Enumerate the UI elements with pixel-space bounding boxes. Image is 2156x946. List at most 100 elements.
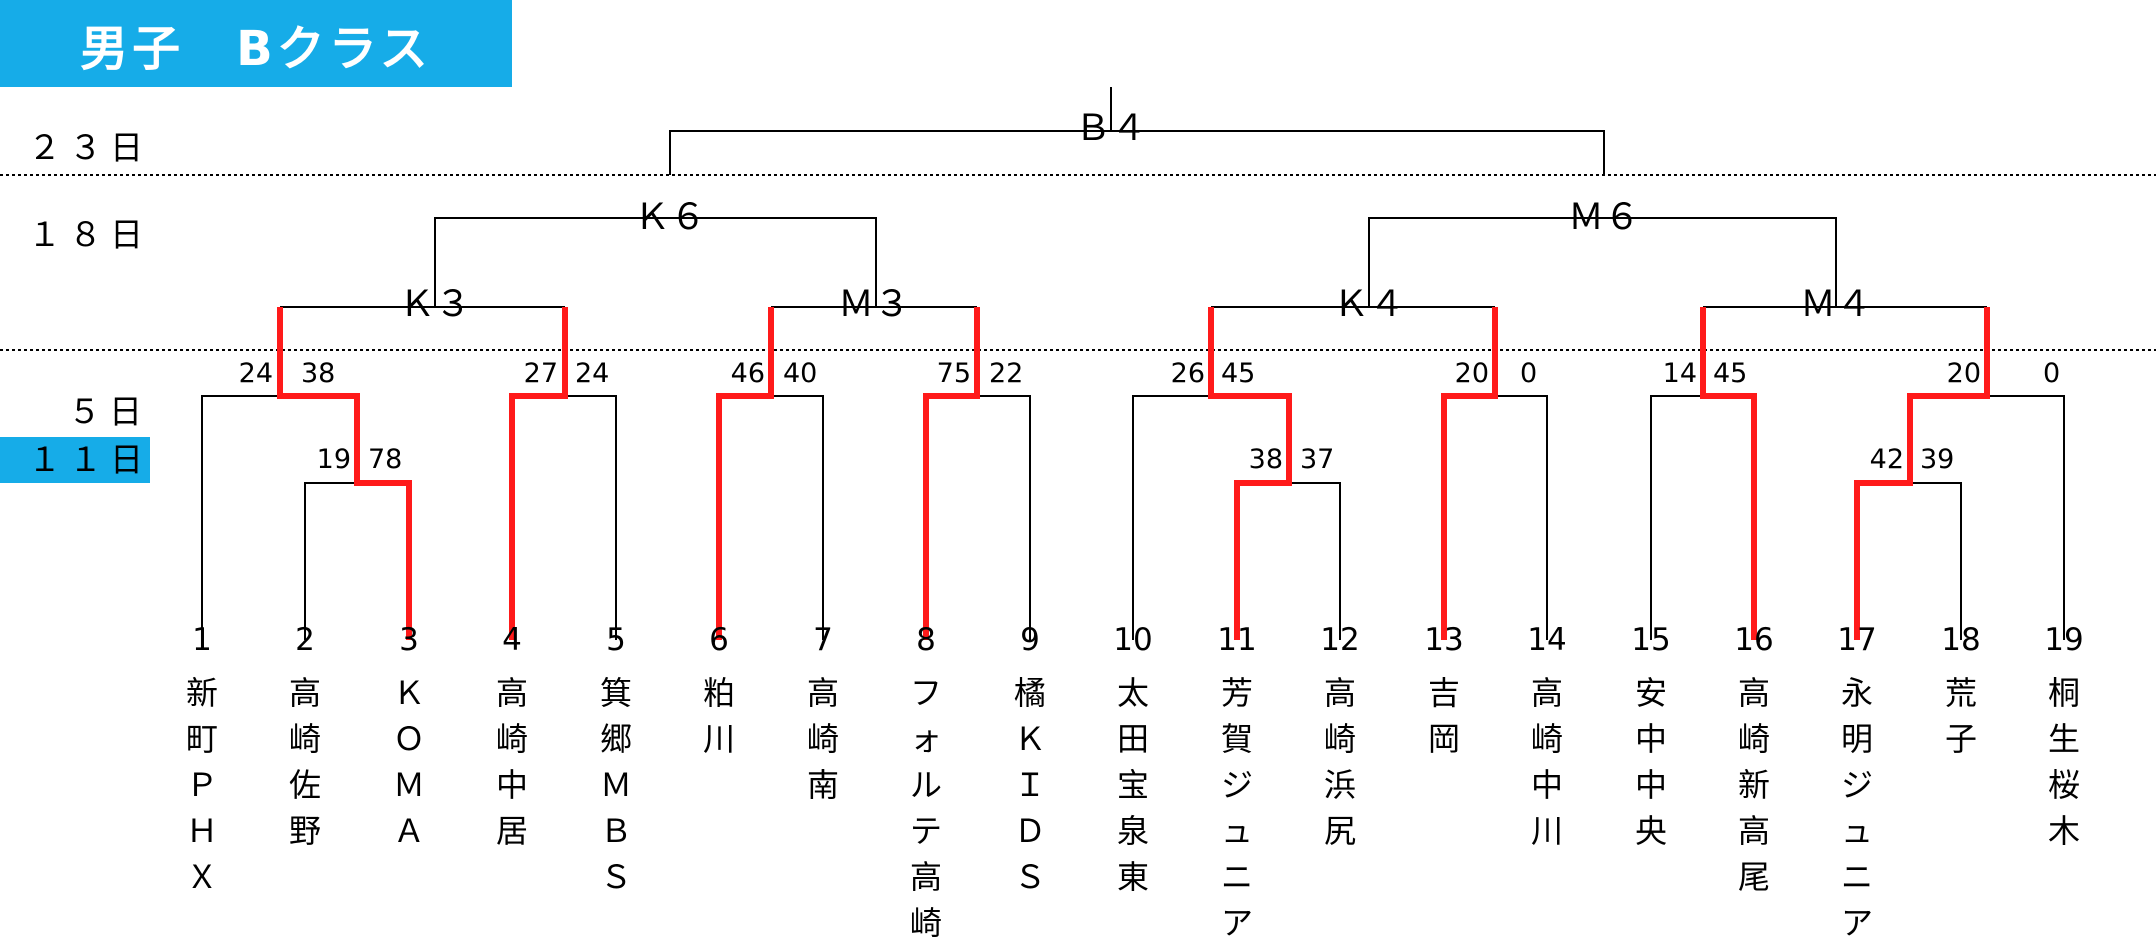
team-name-19: 桐生桜木 [2039,670,2089,854]
team-name-char: 賀 [1220,720,1253,758]
team-name-11: 芳賀ジュニア [1212,670,1262,946]
team-name-char: ュ [1840,812,1873,850]
score-s12: 45 [1221,358,1256,389]
score-s6: 24 [575,358,610,389]
team-name-char: 東 [1116,858,1149,896]
seed-8: 8 [916,622,936,658]
day-label-5: ５日 [68,392,150,431]
team-name-char: Ｍ [599,766,632,804]
team-name-14: 高崎中川 [1522,670,1572,854]
score-s20: 39 [1920,444,1955,475]
team-name-char: 桐 [2047,674,2080,712]
team-name-char: 崎 [288,720,321,758]
day-label-18: １８日 [28,215,151,254]
team-name-char: 高 [806,674,839,712]
seed-16: 16 [1734,622,1774,658]
team-name-char: 中 [495,766,528,804]
team-name-char: ジ [1840,766,1873,804]
seed-3: 3 [399,622,419,658]
score-s9: 75 [936,358,971,389]
score-s18: 45 [1713,358,1748,389]
win-path-17 [1854,307,1990,640]
team-name-12: 高崎浜尻 [1315,670,1365,854]
team-name-char: ニ [1840,858,1873,896]
team-name-char: 新 [1737,766,1770,804]
team-name-char: Ｋ [1013,720,1046,758]
seed-7: 7 [813,622,833,658]
team-name-8: フォルテ高崎 [901,670,951,946]
team-name-char: Ｉ [1013,766,1046,804]
team-name-char: 尾 [1737,858,1770,896]
team-name-char: 安 [1634,674,1667,712]
win-path-8 [923,307,980,640]
team-name-char: 崎 [909,904,942,942]
team-name-char: 高 [495,674,528,712]
team-name-char: 田 [1116,720,1149,758]
team-name-char: テ [909,812,942,850]
win-path-4 [509,307,568,640]
score-s7: 46 [730,358,765,389]
team-name-char: 郷 [599,720,632,758]
team-name-char: 中 [1530,766,1563,804]
seed-18: 18 [1941,622,1981,658]
score-s21: 20 [1946,358,1981,389]
score-s10: 22 [989,358,1024,389]
team-name-char: 吉 [1427,674,1460,712]
team-name-char: 川 [1530,812,1563,850]
team-name-4: 高崎中居 [487,670,537,854]
line-team-10 [1132,395,1211,640]
team-name-char: Ｐ [185,766,218,804]
team-name-char: ジ [1220,766,1253,804]
team-name-7: 高崎南 [798,670,848,808]
class-title: 男子 Bクラス [80,20,432,77]
seed-15: 15 [1631,622,1671,658]
team-name-char: Ｄ [1013,812,1046,850]
day-label-11: １１日 [28,440,151,479]
team-name-char: 尻 [1323,812,1356,850]
match-label-m3: Ｍ３ [837,284,911,325]
team-name-char: 崎 [1323,720,1356,758]
match-label-m6: Ｍ６ [1567,197,1641,238]
seed-11: 11 [1217,622,1257,658]
score-s8: 40 [783,358,818,389]
team-name-char: 高 [1737,812,1770,850]
match-label-k4: Ｋ４ [1332,284,1406,325]
day-label-23: ２３日 [28,128,151,167]
team-name-char: 崎 [806,720,839,758]
team-name-char: 箕 [599,674,632,712]
team-name-char: 高 [909,858,942,896]
team-name-char: 居 [495,812,528,850]
team-name-char: 岡 [1427,720,1460,758]
seed-2: 2 [295,622,315,658]
line-team-7 [771,395,824,640]
team-name-char: 新 [185,674,218,712]
team-name-char: 高 [1323,674,1356,712]
team-name-char: 野 [288,812,321,850]
score-s1: 24 [238,358,273,389]
team-name-char: ア [1840,904,1873,942]
team-name-18: 荒子 [1936,670,1986,762]
team-name-char: 芳 [1220,674,1253,712]
team-name-17: 永明ジュニア [1832,670,1882,946]
team-name-char: 崎 [1737,720,1770,758]
seed-9: 9 [1020,622,1040,658]
class-title-banner: 男子 Bクラス [0,0,512,87]
match-label-b4: Ｂ４ [1074,108,1148,149]
seed-4: 4 [502,622,522,658]
team-name-char: 粕 [702,674,735,712]
line-team-18 [1910,482,1962,640]
day-highlight [0,437,150,483]
team-name-char: 高 [1737,674,1770,712]
team-name-char: 明 [1840,720,1873,758]
seed-12: 12 [1320,622,1360,658]
score-s3: 19 [316,444,351,475]
bracket-k6 [434,217,877,307]
match-label-k3: Ｋ３ [398,284,472,325]
team-name-char: 町 [185,720,218,758]
team-name-2: 高崎佐野 [280,670,330,854]
team-name-char: 子 [1944,720,1977,758]
team-name-char: Ｏ [392,720,425,758]
